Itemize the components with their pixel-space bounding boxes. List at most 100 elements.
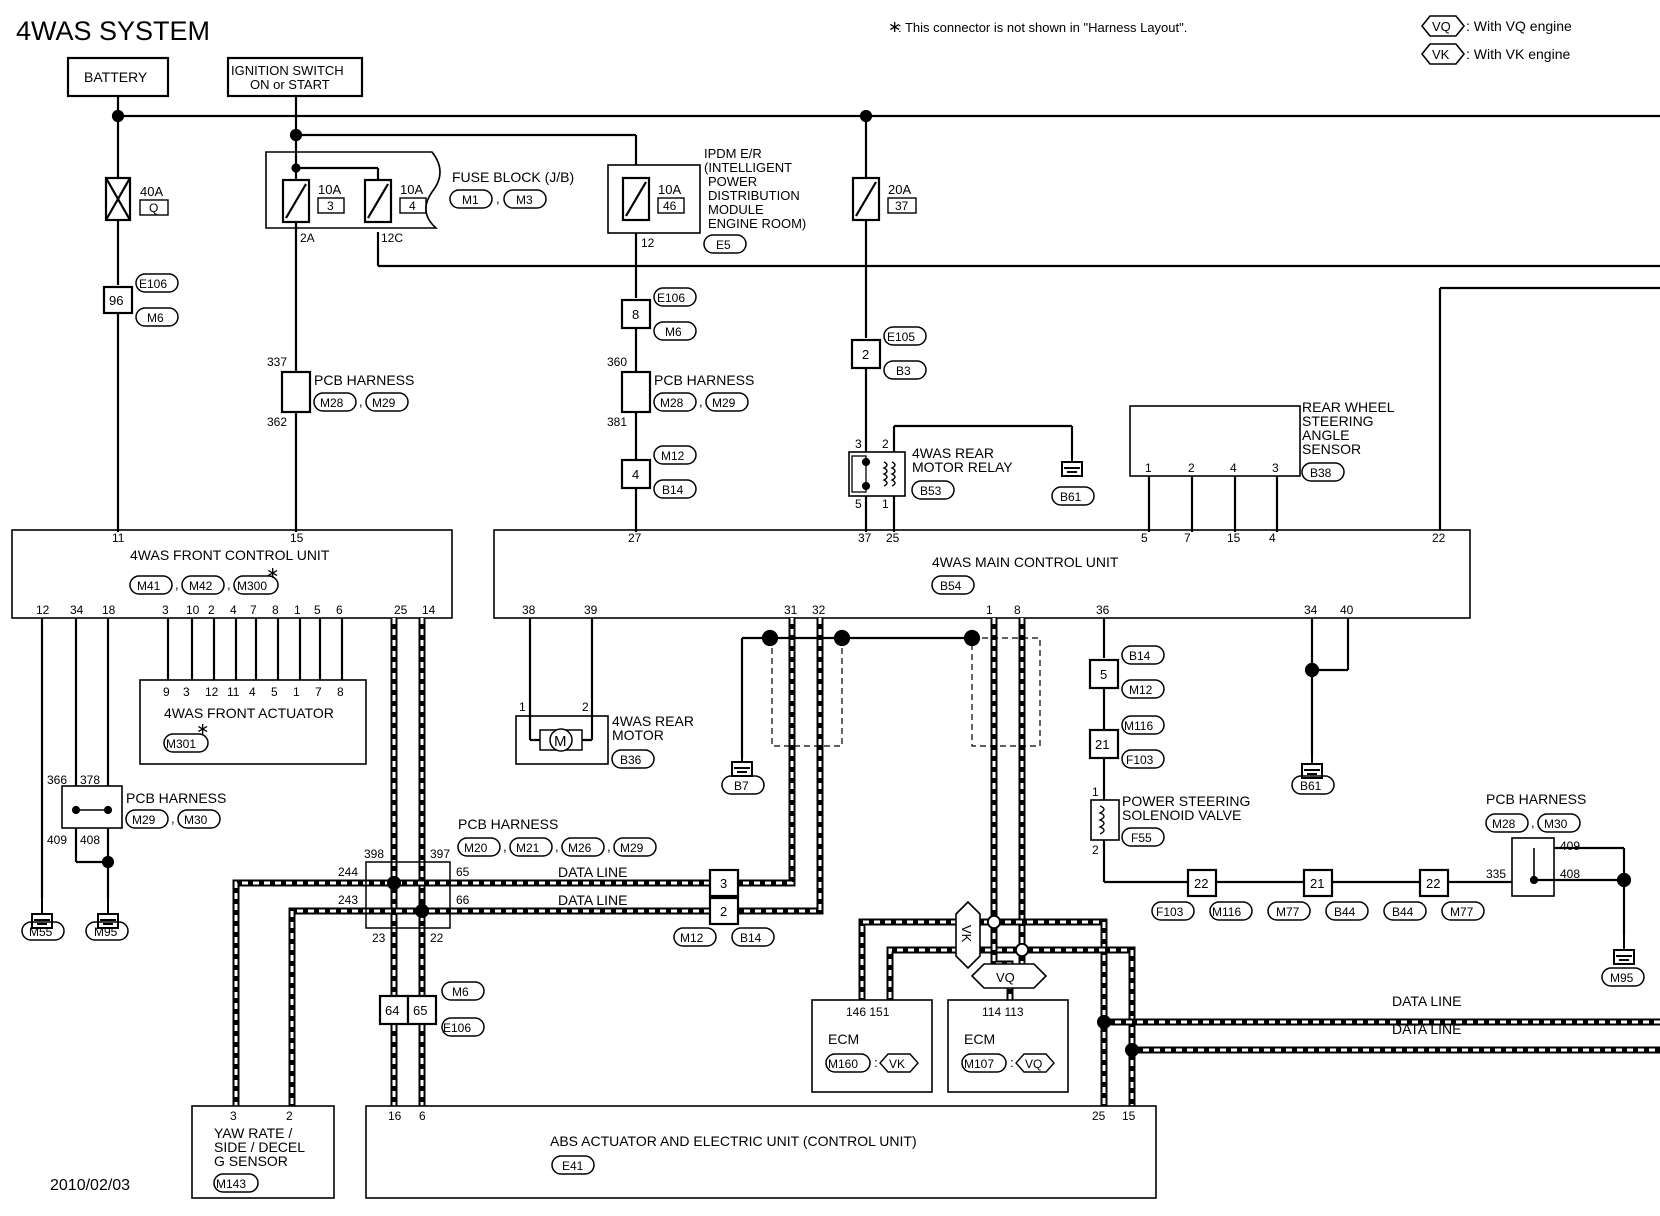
- conn8-c2: M6: [665, 325, 682, 339]
- actuator-pin: 3: [183, 685, 190, 699]
- pcb4-pin-244: 244: [338, 865, 358, 879]
- pcb1-pin-top: 337: [267, 355, 287, 369]
- svg-text::: :: [1010, 1055, 1014, 1070]
- pcb4-pin-243: 243: [338, 893, 358, 907]
- mcu-bottom-pin: 39: [584, 603, 598, 617]
- pcb2-pin-bottom: 381: [607, 415, 627, 429]
- pcb5-c1: M28: [1492, 817, 1516, 831]
- svg-text:,: ,: [699, 394, 703, 409]
- connector-96-c2: M6: [147, 311, 164, 325]
- pcb2-name: PCB HARNESS: [654, 372, 754, 388]
- ground-m55: M55: [29, 925, 53, 939]
- conn6465-c2: E106: [443, 1021, 471, 1035]
- main-unit-ground-b61: B61: [1291, 618, 1350, 795]
- rws-pin-2: 2: [1188, 461, 1195, 475]
- motor-pin-2: 2: [582, 700, 589, 714]
- ground-m95-a: M95: [94, 925, 118, 939]
- yaw-rate-sensor: 3 2 YAW RATE / SIDE / DECEL G SENSOR M14…: [191, 1105, 335, 1199]
- fcu-top-pin-15: 15: [290, 531, 304, 545]
- rws-pin-4: 4: [1230, 461, 1237, 475]
- pcb-harness-4: 398 397 244 65 243 66 23 22 PCB HARNESS …: [338, 816, 1462, 1037]
- actuator-wires: [166, 618, 344, 680]
- ecm-vq-pins: 114 113: [982, 1005, 1024, 1019]
- fuse-block-name: FUSE BLOCK (J/B): [452, 169, 574, 185]
- ipdm-er: 10A 46 IPDM E/R (INTELLIGENT POWER DISTR…: [607, 146, 806, 298]
- ignition-label-1: IGNITION SWITCH: [231, 63, 344, 78]
- jr-a-c1: F103: [1156, 905, 1184, 919]
- ecm-vk-name: ECM: [828, 1031, 859, 1047]
- pcb1-c2: M29: [372, 396, 396, 410]
- svg-text:,: ,: [496, 191, 500, 206]
- mcu-bottom-pin: 1: [986, 603, 993, 617]
- pssv-name-2: SOLENOID VALVE: [1122, 807, 1241, 823]
- conn4-c1: M12: [661, 449, 685, 463]
- fuse-20a-amp: 20A: [888, 182, 911, 197]
- yaw-name-3: G SENSOR: [214, 1153, 288, 1169]
- svg-text:,: ,: [1531, 815, 1535, 830]
- yaw-name-1: YAW RATE /: [214, 1125, 292, 1141]
- fuse-10a-3-id: 3: [327, 199, 334, 213]
- fuse-10a-3-amp: 10A: [318, 182, 341, 197]
- svg-text:,: ,: [359, 394, 363, 409]
- fcu-top-pin-11: 11: [112, 531, 125, 545]
- engine-legend: VQ : With VQ engine VK : With VK engine: [1420, 15, 1572, 65]
- supply-wires: [111, 96, 1660, 530]
- rws-name-2: STEERING: [1302, 413, 1374, 429]
- vq-diamond: VQ: [970, 963, 1048, 989]
- conn32-c2: B14: [740, 931, 762, 945]
- yaw-name-2: SIDE / DECEL: [214, 1139, 305, 1155]
- pcb3-pin-409: 409: [47, 833, 67, 847]
- ground-b61-b: B61: [1300, 779, 1322, 793]
- ipdm-pin: 12: [641, 236, 655, 250]
- fuse-10a-46-amp: 10A: [658, 182, 681, 197]
- vk-diamond: VK: [955, 900, 981, 970]
- connector-3-2: 3 2 M12 B14: [673, 868, 775, 947]
- actuator-pin: 9: [163, 685, 170, 699]
- jr-b-c1: M77: [1276, 905, 1300, 919]
- fuse-40a-id: Q: [149, 201, 158, 215]
- fcu-c2: M42: [189, 579, 213, 593]
- fcu-bottom-pin: 18: [102, 603, 116, 617]
- actuator-pin: 4: [249, 685, 256, 699]
- pcb4-c4: M29: [620, 841, 644, 855]
- fuse-10a-46-id: 46: [663, 199, 677, 213]
- fcu-name: 4WAS FRONT CONTROL UNIT: [130, 547, 330, 563]
- actuator-name: 4WAS FRONT ACTUATOR: [164, 705, 334, 721]
- fcu-bottom-pin: 14: [422, 603, 436, 617]
- abs-pin-16: 16: [388, 1109, 402, 1123]
- pcb3-pin-378: 378: [80, 773, 100, 787]
- pcb5-pin-408: 408: [1560, 867, 1580, 881]
- ecm-vk-tag: VK: [889, 1057, 905, 1071]
- mcu-bottom-pin: 31: [784, 603, 798, 617]
- mcu-top-pin: 15: [1227, 531, 1241, 545]
- ipdm-name-4: DISTRIBUTION: [708, 188, 800, 203]
- vq-diamond-label: VQ: [996, 970, 1015, 985]
- vq-legend-tag: VQ: [1432, 19, 1451, 34]
- fuse-10a-4-id: 4: [409, 199, 416, 213]
- pcb4-pin-397: 397: [430, 847, 450, 861]
- conn32-c1: M12: [680, 931, 704, 945]
- data-line-label-3: DATA LINE: [1392, 993, 1462, 1009]
- battery-label: BATTERY: [84, 69, 148, 85]
- vk-legend-text: : With VK engine: [1466, 46, 1570, 62]
- relay-pin-1: 1: [882, 497, 889, 511]
- abs-pin-6: 6: [419, 1109, 426, 1123]
- diagram-date: 2010/02/03: [50, 1177, 130, 1194]
- svg-text:,: ,: [175, 577, 179, 592]
- rws-name-3: ANGLE: [1302, 427, 1349, 443]
- fcu-bottom-pin: 3: [162, 603, 169, 617]
- fcu-c1: M41: [137, 579, 161, 593]
- fcu-bottom-pin: 5: [314, 603, 321, 617]
- ps5-c2: M12: [1129, 683, 1153, 697]
- mcu-top-pin: 37: [858, 531, 872, 545]
- data-line-label-2: DATA LINE: [558, 892, 628, 908]
- fuse-block-c1: M1: [462, 193, 479, 207]
- vk-diamond-label: VK: [959, 925, 974, 943]
- pssv-name-1: POWER STEERING: [1122, 793, 1250, 809]
- pcb4-pin-65: 65: [456, 865, 470, 879]
